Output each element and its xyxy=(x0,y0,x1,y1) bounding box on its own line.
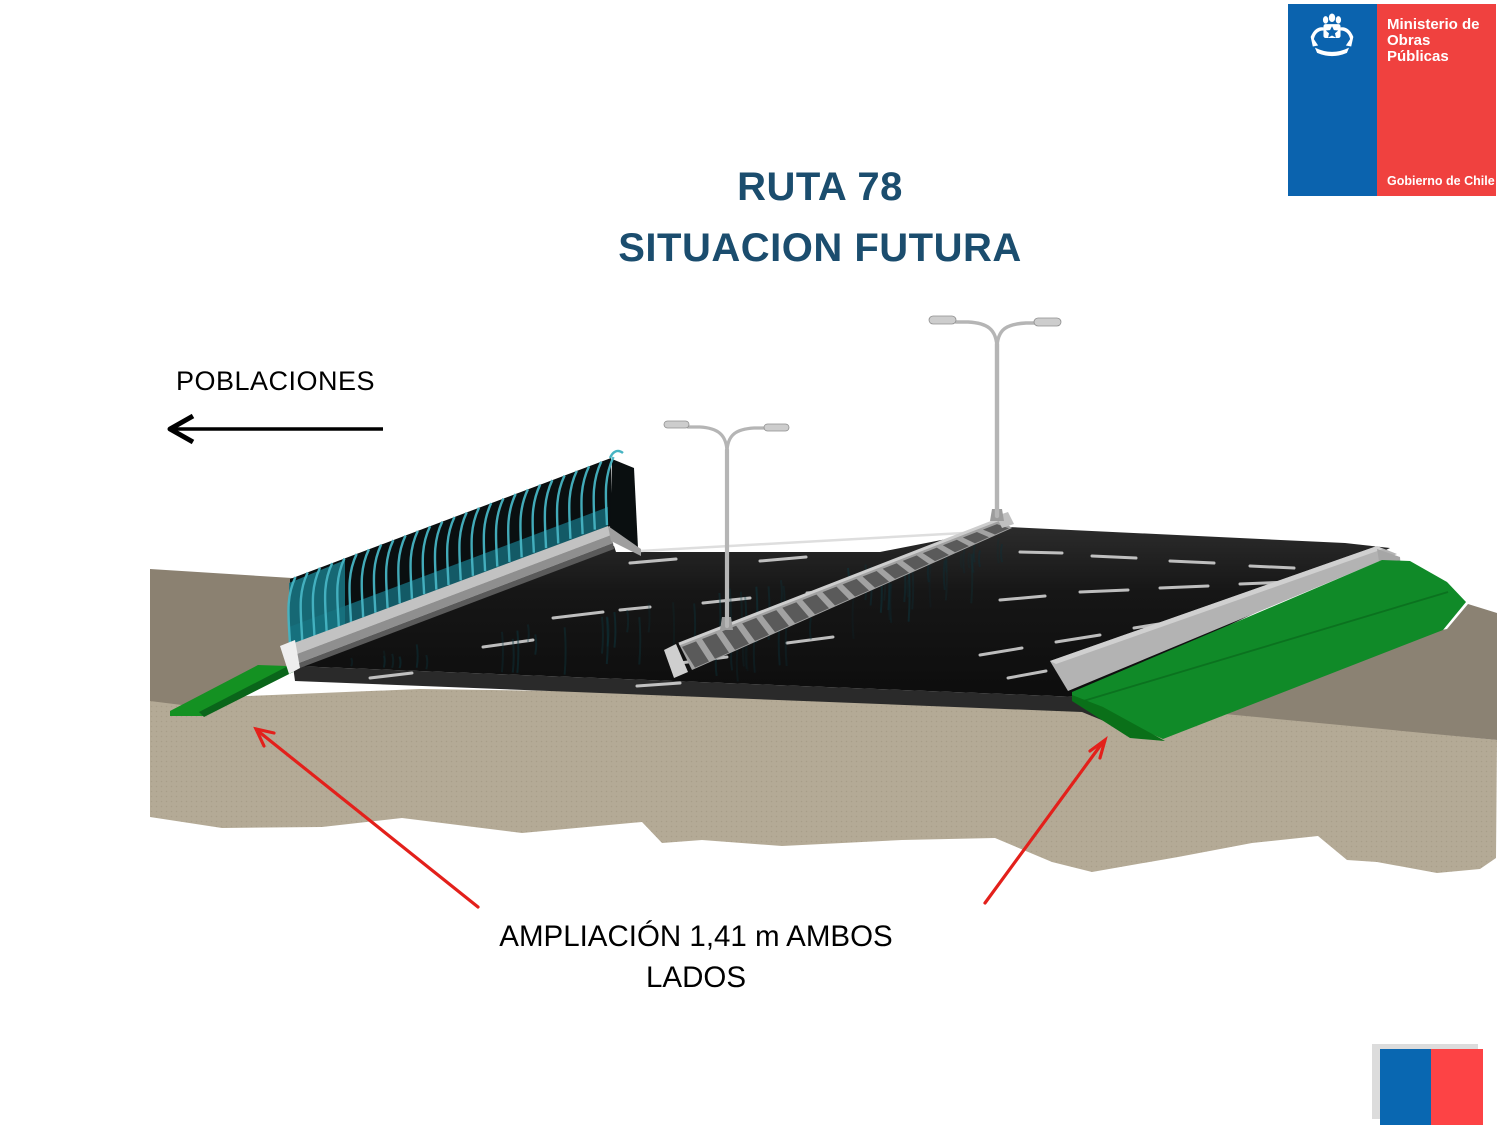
page-title: RUTA 78 SITUACION FUTURA xyxy=(370,157,1270,279)
street-lamp-right xyxy=(928,315,1062,521)
street-lamp-left xyxy=(663,420,790,630)
road-under-face xyxy=(293,666,1126,730)
annotation-text: AMPLIACIÓN 1,41 m AMBOS LADOS xyxy=(396,916,996,998)
annotation-line1: AMPLIACIÓN 1,41 m AMBOS xyxy=(499,920,893,953)
median-end-block xyxy=(664,644,688,678)
green-slope-right xyxy=(1072,560,1466,741)
widening-strip-left xyxy=(170,665,293,717)
median-barrier xyxy=(664,512,1014,678)
noise-barrier-slats xyxy=(287,456,615,646)
footer-flag xyxy=(1380,1049,1483,1125)
ministry-logo: Ministerio de Obras Públicas Gobierno de… xyxy=(1288,4,1496,196)
coat-of-arms-icon xyxy=(1310,13,1354,57)
noise-barrier xyxy=(280,449,641,674)
barrier-end-cap xyxy=(280,640,300,674)
title-line1: RUTA 78 xyxy=(737,165,903,209)
lamp-head xyxy=(763,423,790,432)
lamp-head xyxy=(1033,317,1062,327)
logo-ministry-name: Ministerio de Obras Públicas xyxy=(1387,16,1480,65)
logo-red-panel: Ministerio de Obras Públicas Gobierno de… xyxy=(1377,4,1496,196)
lamp-head xyxy=(663,420,690,429)
direction-label: POBLACIONES xyxy=(176,366,376,396)
far-edge-line xyxy=(639,529,1001,553)
widening-strip-right xyxy=(1072,695,1165,741)
lamp-head xyxy=(928,315,957,325)
left-direction-arrow-icon xyxy=(167,413,383,445)
title-line2: SITUACION FUTURA xyxy=(618,226,1022,270)
logo-blue-panel xyxy=(1288,4,1377,196)
annotation-line2: LADOS xyxy=(645,961,746,994)
red-arrow-right-icon xyxy=(983,735,1108,905)
logo-government-label: Gobierno de Chile xyxy=(1387,174,1495,188)
footer-flag-blue xyxy=(1380,1049,1431,1125)
footer-flag-red xyxy=(1431,1049,1483,1125)
red-arrow-left-icon xyxy=(253,726,480,909)
